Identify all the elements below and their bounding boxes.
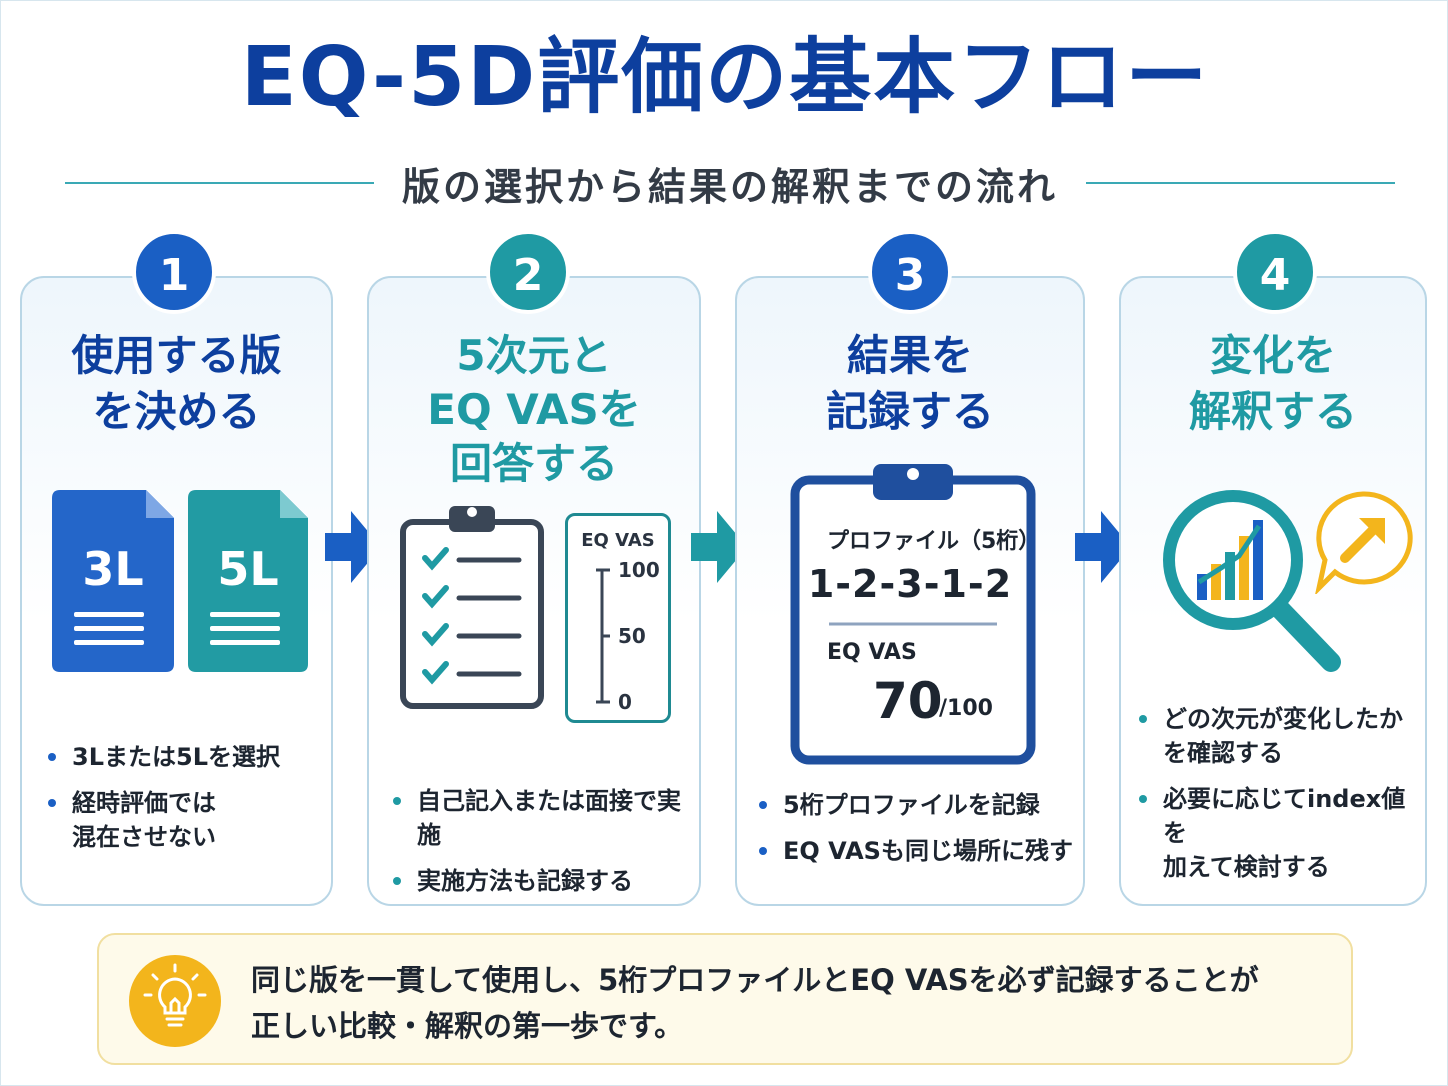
step-4-card: 変化を 解釈する どの次元が変化したか を確認する 必要に応じてindex値を …	[1119, 276, 1427, 906]
eq-vas-label: EQ VAS	[827, 640, 917, 665]
eq-vas-max: /100	[939, 696, 993, 721]
list-item: 経時評価では	[44, 786, 324, 820]
lightbulb-icon	[129, 955, 221, 1047]
step-3-title-line-1: 結果を	[846, 331, 973, 380]
step-3-card: 結果を 記録する プロファイル（5桁） 1-2-3-1-2 EQ VAS 70 …	[735, 276, 1085, 906]
profile-label: プロファイル（5桁）	[827, 529, 1041, 554]
step-4-title-line-1: 変化を	[1209, 331, 1336, 380]
step-2-card: 5次元と EQ VASを 回答する EQ VAS 100 50 0	[367, 276, 701, 906]
list-item: 3Lまたは5Lを選択	[44, 740, 324, 774]
subtitle-row: 版の選択から結果の解釈までの流れ	[65, 157, 1396, 209]
checklist-clipboard-icon	[400, 506, 544, 709]
list-item: 自己記入または面接で実施	[389, 784, 699, 852]
eq-vas-value: 70	[873, 672, 943, 730]
arrow-right-icon	[691, 511, 747, 583]
profile-value: 1-2-3-1-2	[807, 562, 1013, 606]
list-item: EQ VASも同じ場所に残す	[755, 834, 1085, 868]
subtitle-divider-left	[65, 182, 374, 184]
document-5l-label: 5L	[217, 542, 279, 596]
arrow-right-icon	[325, 511, 381, 583]
step-2-badge: 2	[486, 230, 570, 314]
step-1-card: 使用する版 を決める 3L 5L 3Lまたは5Lを選択 経時評価では 混在させな…	[20, 276, 333, 906]
subtitle-divider-right	[1086, 182, 1396, 184]
step-1-badge: 1	[132, 230, 216, 314]
record-clipboard-icon	[790, 464, 1036, 765]
step-1-title-line-2: を決める	[92, 387, 261, 436]
eq-vas-scale: EQ VAS 100 50 0	[565, 513, 671, 723]
step-4-title-line-2: 解釈する	[1188, 387, 1357, 436]
list-item-continued: を確認する	[1163, 739, 1283, 767]
document-5l-icon: 5L	[188, 490, 308, 672]
tip-callout: 同じ版を一貫して使用し、5桁プロファイルとEQ VASを必ず記録することが 正し…	[97, 933, 1353, 1065]
tip-text-line-2: 正しい比較・解釈の第一歩です。	[251, 1009, 684, 1043]
eq-vas-scale-title: EQ VAS	[581, 530, 655, 551]
vas-tick-50: 50	[618, 624, 646, 648]
step-4-bullets: どの次元が変化したか を確認する 必要に応じてindex値を 加えて検討する	[1135, 702, 1427, 896]
list-item: 必要に応じてindex値を	[1135, 782, 1427, 850]
list-item-continued: 混在させない	[72, 823, 216, 851]
document-3l-label: 3L	[82, 542, 144, 596]
trend-up-bubble-icon	[1315, 491, 1413, 594]
document-3l-icon: 3L	[52, 490, 174, 672]
step-2-title-line-3: 回答する	[449, 439, 618, 488]
list-item: どの次元が変化したか	[1135, 702, 1427, 736]
step-3-title-line-2: 記録する	[825, 387, 994, 436]
step-2-title-line-2: EQ VASを	[427, 385, 641, 434]
arrow-right-icon	[1075, 511, 1131, 583]
list-item: 実施方法も記録する	[389, 864, 699, 898]
list-item: 5桁プロファイルを記録	[755, 788, 1085, 822]
vas-tick-0: 0	[618, 690, 632, 714]
step-4-badge: 4	[1233, 230, 1317, 314]
page-subtitle: 版の選択から結果の解釈までの流れ	[402, 164, 1059, 209]
tip-text: 同じ版を一貫して使用し、5桁プロファイルとEQ VASを必ず記録することが 正し…	[251, 957, 1331, 1049]
step-3-bullets: 5桁プロファイルを記録 EQ VASも同じ場所に残す	[755, 788, 1085, 880]
step-1-bullets: 3Lまたは5Lを選択 経時評価では 混在させない	[44, 740, 324, 866]
vas-ruler	[596, 568, 610, 704]
list-item-continued: 加えて検討する	[1163, 853, 1330, 881]
tip-text-line-1: 同じ版を一貫して使用し、5桁プロファイルとEQ VASを必ず記録することが	[251, 963, 1259, 997]
step-2-title-line-1: 5次元と	[456, 331, 612, 380]
step-1-title-line-1: 使用する版	[71, 331, 282, 380]
page-title: EQ-5D評価の基本フロー	[240, 30, 1210, 125]
magnifier-chart-icon	[1163, 490, 1341, 672]
step-3-badge: 3	[868, 230, 952, 314]
vas-tick-100: 100	[618, 558, 660, 582]
step-2-bullets: 自己記入または面接で実施 実施方法も記録する	[389, 784, 699, 910]
